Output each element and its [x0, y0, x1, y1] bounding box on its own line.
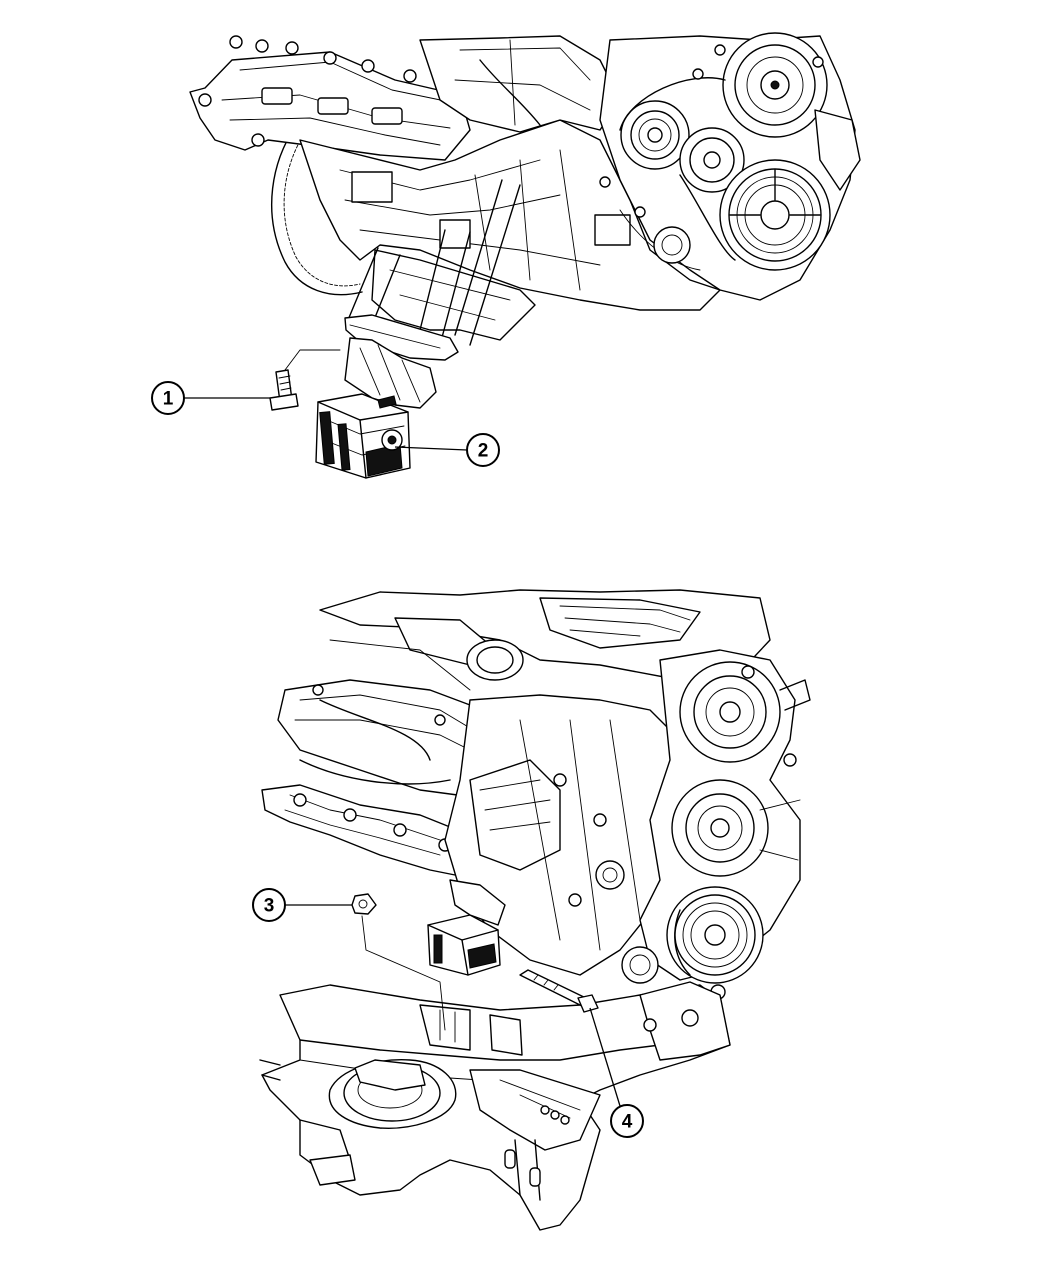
callout-3-label: 3 [264, 896, 275, 917]
callout-1: 1 [151, 381, 270, 415]
upper-engine-assembly [189, 32, 861, 479]
flywheel [271, 119, 363, 296]
callout-2-label: 2 [478, 441, 489, 462]
mount-nut [351, 893, 446, 1031]
mount-bolt-upper [269, 349, 341, 411]
accessory-drive-lower [621, 649, 811, 1000]
callout-1-label: 1 [163, 389, 174, 410]
callout-4-label: 4 [622, 1112, 633, 1133]
engine-mount-lower [427, 879, 506, 976]
accessory-drive [599, 32, 861, 301]
callout-3: 3 [252, 888, 352, 922]
callout-2: 2 [394, 433, 500, 467]
frame-crossmember [259, 981, 731, 1231]
lower-engine-assembly [259, 589, 811, 1231]
intake-manifold [319, 589, 771, 691]
callout-4: 4 [589, 1007, 644, 1138]
engine-mount-bracket [315, 179, 521, 479]
cylinder-head-left [189, 35, 471, 161]
intake-upper [419, 35, 621, 133]
engine-block-lower [444, 694, 701, 976]
mount-through-bolt [519, 969, 599, 1013]
